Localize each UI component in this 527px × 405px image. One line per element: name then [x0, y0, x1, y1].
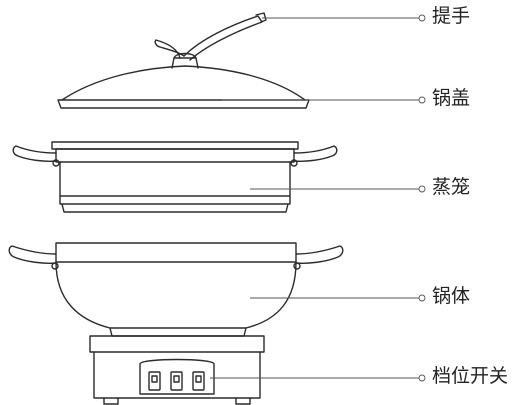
label-steamer: 蒸笼 [432, 176, 471, 198]
switch-2 [170, 371, 183, 391]
lid-handle [154, 12, 267, 61]
label-pot-body: 锅体 [432, 285, 471, 307]
lid-dome [61, 65, 306, 101]
steamer-right-handle [293, 145, 338, 162]
switch-3 [192, 371, 205, 391]
label-lid: 锅盖 [432, 87, 471, 109]
pot-top-band [55, 242, 297, 263]
switch-panel [139, 358, 215, 395]
handle-bar [183, 15, 263, 61]
switch-1 [148, 371, 161, 391]
steamer-band [55, 148, 295, 163]
handle-stem [154, 39, 185, 59]
pot-left-handle [8, 245, 57, 264]
steamer-rim [51, 141, 299, 150]
lid-rim [57, 99, 310, 109]
pot-bowl [55, 261, 297, 329]
label-handle: 提手 [432, 5, 471, 27]
pot-right-handle [295, 245, 344, 264]
lid-knob [171, 57, 199, 69]
pot-body [8, 242, 344, 337]
base [89, 335, 265, 405]
label-switch: 档位开关 [432, 365, 509, 387]
steamer-left-handle [12, 145, 57, 162]
steamer [12, 141, 338, 213]
steamer-body [59, 161, 291, 205]
